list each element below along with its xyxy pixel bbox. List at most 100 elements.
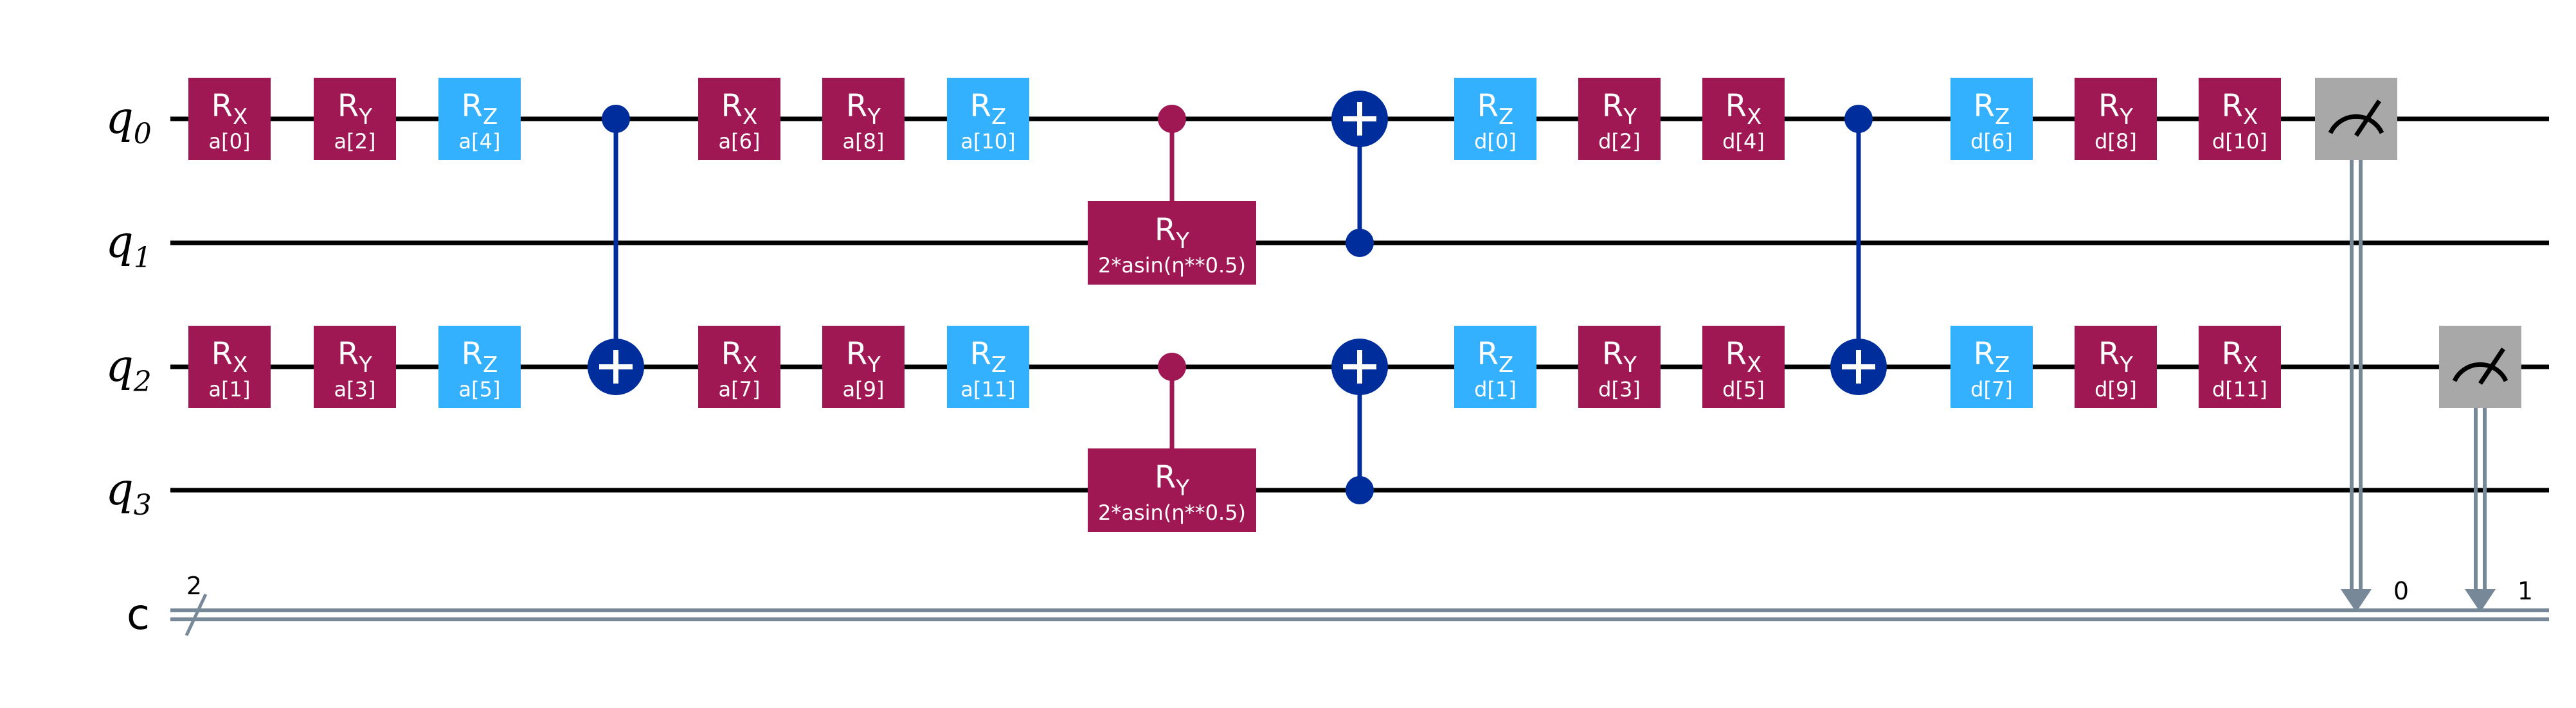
qubit-index: 1 — [134, 242, 152, 274]
measure-arrowhead — [2341, 589, 2372, 612]
gate-box — [698, 78, 780, 160]
gate-param-label: a[10] — [960, 129, 1015, 154]
ry-gate: RYd[2] — [1578, 78, 1661, 160]
gate-name-label: RX — [1725, 336, 1762, 378]
meter-needle-icon — [2478, 348, 2505, 385]
gate-axis-subscript: Y — [1623, 104, 1637, 130]
rz-gate: RZd[6] — [1950, 78, 2033, 160]
gate-axis-subscript: Y — [867, 104, 881, 130]
gate-name-label: RX — [1725, 88, 1762, 130]
qubit-label: q3 — [105, 465, 152, 522]
circuit-gates: RXa[0]RXa[1]RYa[2]RYa[3]RZa[4]RZa[5]RXa[… — [188, 78, 2533, 612]
gate-box — [438, 326, 521, 408]
measure-gate: 1 — [2439, 326, 2533, 612]
gate-box — [1578, 326, 1661, 408]
gate-box — [947, 326, 1029, 408]
meter-icon — [2452, 362, 2508, 382]
rz-gate: RZd[1] — [1454, 326, 1536, 408]
gate-box — [822, 326, 905, 408]
rz-gate: RZa[10] — [947, 78, 1029, 160]
rz-gate: RZd[0] — [1454, 78, 1536, 160]
meter-icon — [2328, 114, 2384, 134]
gate-box — [947, 78, 1029, 160]
control-dot — [1158, 105, 1186, 133]
gate-box — [2075, 326, 2157, 408]
gate-axis-subscript: Z — [1499, 352, 1513, 378]
gate-axis-subscript: Z — [483, 352, 498, 378]
gate-name-label: RY — [1155, 212, 1189, 254]
gate-param-label: d[6] — [1970, 129, 2013, 154]
gate-axis-subscript: X — [233, 104, 248, 130]
rz-gate: RZd[7] — [1950, 326, 2033, 408]
gate-axis-subscript: X — [2243, 104, 2258, 130]
qubit-index: 0 — [134, 118, 152, 150]
gate-param-label: d[1] — [1474, 377, 1517, 402]
gate-param-label: a[5] — [459, 377, 501, 402]
gate-axis-subscript: Z — [991, 104, 1006, 130]
gate-axis-subscript: Y — [867, 352, 881, 378]
ry-gate: RYa[9] — [822, 326, 905, 408]
gate-box — [1950, 78, 2033, 160]
gate-box — [188, 326, 271, 408]
rx-gate: RXd[10] — [2199, 78, 2281, 160]
gate-param-label: 2*asin(η**0.5) — [1098, 500, 1246, 525]
gate-param-label: d[8] — [2094, 129, 2137, 154]
gate-param-label: a[9] — [843, 377, 885, 402]
cnot-gate — [588, 105, 644, 395]
gate-axis-subscript: Y — [1175, 228, 1189, 254]
clbit-index-label: 1 — [2517, 577, 2533, 605]
qubit-index: 2 — [133, 366, 152, 398]
gate-param-label: a[8] — [843, 129, 885, 154]
gate-param-label: 2*asin(η**0.5) — [1098, 253, 1246, 278]
control-dot — [1844, 105, 1873, 133]
gate-box — [1088, 448, 1256, 532]
rx-gate: RXd[4] — [1702, 78, 1785, 160]
qubit-index: 3 — [134, 489, 152, 522]
rx-gate: RXd[5] — [1702, 326, 1785, 408]
gate-axis-subscript: Z — [991, 352, 1006, 378]
gate-param-label: a[11] — [960, 377, 1015, 402]
gate-param-label: d[10] — [2212, 129, 2267, 154]
ry-gate: RYa[3] — [314, 326, 396, 408]
rx-gate: RXa[1] — [188, 326, 271, 408]
gate-name-label: RX — [212, 336, 248, 378]
meter-needle-icon — [2354, 100, 2381, 137]
rz-gate: RZa[4] — [438, 78, 521, 160]
cnot-gate — [1830, 105, 1887, 395]
register-slash — [185, 593, 208, 637]
ry-gate: RYd[3] — [1578, 326, 1661, 408]
gate-box — [438, 78, 521, 160]
rz-gate: RZa[11] — [947, 326, 1029, 408]
gate-axis-subscript: Y — [358, 352, 372, 378]
gate-param-label: d[7] — [1970, 377, 2013, 402]
cnot-gate — [1331, 339, 1388, 504]
gate-name-label: RY — [1602, 336, 1637, 378]
gate-axis-subscript: Z — [1995, 104, 2010, 130]
gate-axis-subscript: X — [743, 352, 757, 378]
gate-box — [2439, 326, 2521, 408]
rx-gate: RXd[11] — [2199, 326, 2281, 408]
ry-gate: RYa[2] — [314, 78, 396, 160]
qubit-label: q0 — [105, 93, 152, 150]
gate-name-label: RZ — [1974, 88, 2010, 130]
gate-axis-subscript: Y — [1623, 352, 1637, 378]
gate-param-label: d[2] — [1598, 129, 1641, 154]
gate-box — [2199, 78, 2281, 160]
register-size-label: 2 — [186, 572, 202, 600]
rz-gate: RZa[5] — [438, 326, 521, 408]
gate-param-label: d[9] — [2094, 377, 2137, 402]
gate-box — [1702, 78, 1785, 160]
gate-axis-subscript: Z — [483, 104, 498, 130]
cnot-gate — [1331, 91, 1388, 257]
control-dot — [1158, 353, 1186, 381]
gate-box — [1088, 201, 1256, 285]
gate-axis-subscript: Z — [1995, 352, 2010, 378]
gate-box — [2199, 326, 2281, 408]
gate-axis-subscript: X — [1747, 104, 1761, 130]
gate-axis-subscript: Y — [2119, 104, 2133, 130]
gate-box — [1578, 78, 1661, 160]
gate-box — [314, 326, 396, 408]
gate-axis-subscript: Y — [358, 104, 372, 130]
